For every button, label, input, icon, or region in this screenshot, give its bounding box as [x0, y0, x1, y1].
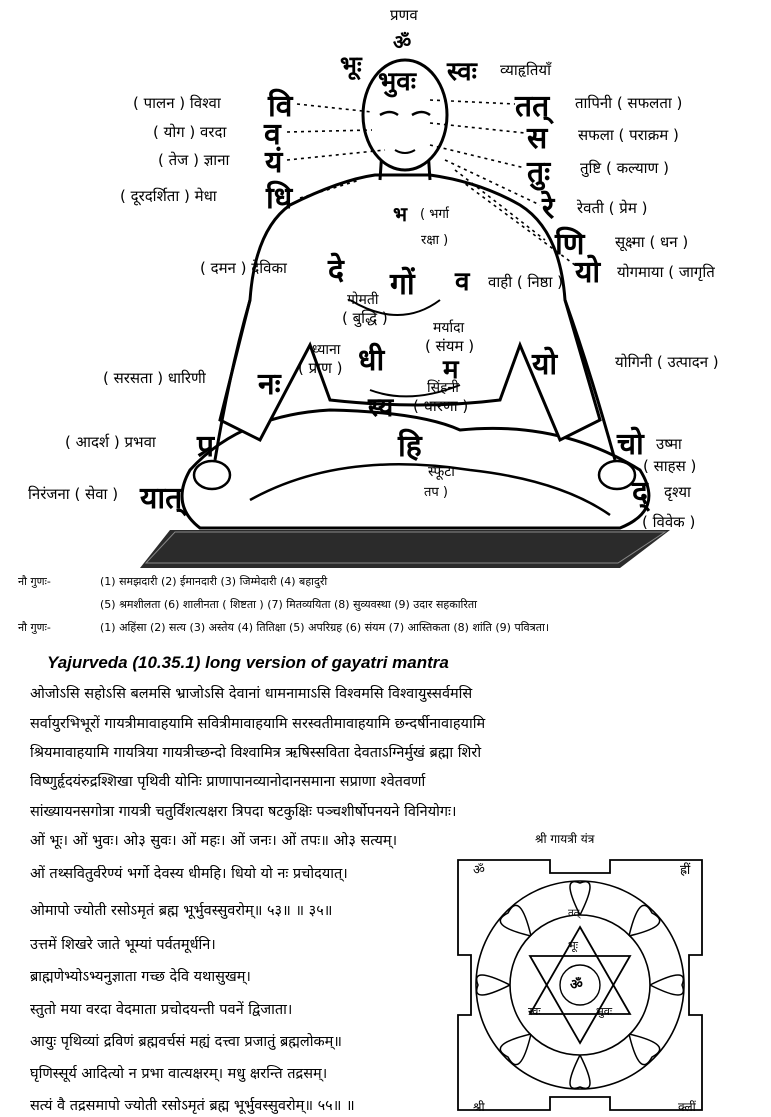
yantra-bhuh: भूः — [568, 939, 578, 952]
prana-label: ( प्राण ) — [298, 359, 343, 377]
verse-short-line-2: ओं तथ्सवितुर्वरेण्यं भर्गो देवस्य धीमहि।… — [30, 866, 348, 882]
right-syllable-5: णि — [555, 227, 585, 262]
yogini-label: योगिनी ( उत्पादन ) — [615, 353, 719, 371]
sphuta-label: स्फूटा — [428, 464, 455, 480]
va-syllable: व — [455, 267, 470, 297]
bhuh-label: भूः — [340, 50, 362, 79]
verse-short-line-6: स्तुतो मया वरदा वेदमाता प्रचोदयन्ती पवने… — [30, 1002, 293, 1018]
tap-label: तप ) — [424, 485, 448, 500]
right-label-4: रेवती ( प्रेम ) — [577, 199, 648, 217]
verse-short-line-5: ब्राह्मणेभ्योऽभ्यनुज्ञाता गच्छ देवि यथास… — [30, 969, 251, 985]
yantra-shri: श्री — [473, 1100, 485, 1114]
yantra-om: ॐ — [473, 863, 485, 878]
verse-short-line-3: ओमापो ज्योती रसोऽमृतं ब्रह्म भूर्भुवस्सु… — [30, 903, 333, 919]
gomati-label: गोमती — [347, 292, 379, 308]
left-label-2: ( योग ) वरदा — [153, 123, 227, 141]
right-syllable-2: स — [527, 121, 548, 156]
maryada-label: मर्यादा — [433, 320, 465, 336]
verse-full-line-3: श्रियमावाहयामि गायत्रिया गायत्रीच्छन्दो … — [30, 745, 482, 761]
verse-short-line-8: घृणिस्सूर्य आदित्यो न प्रभा वात्यक्षरम्।… — [30, 1066, 328, 1082]
meditating-figure-drawing — [140, 58, 670, 568]
pra-syllable: प्र — [197, 429, 215, 464]
right-syllable-4: रे — [542, 191, 555, 226]
left-syllable-4: धि — [266, 181, 293, 216]
yantra-title: श्री गायत्री यंत्र — [535, 832, 595, 846]
left-syllable-2: व — [264, 117, 281, 152]
dhyana-label: ध्याना — [312, 342, 341, 358]
yantra-klim: क्लीं — [678, 1100, 696, 1114]
left-syllable-1: वि — [268, 89, 293, 124]
buddhi-label: ( बुद्धि ) — [342, 309, 388, 327]
verse-short-line-4: उत्तमें शिखरे जाते भूम्यां पर्वतमूर्धनि। — [30, 937, 216, 953]
right-label-1: तापिनी ( सफलता ) — [575, 94, 683, 112]
drishya-label: दृश्या — [664, 483, 691, 501]
gunas-line-2: (5) श्रमशीलता (6) शालीनता ( शिष्टता ) (7… — [100, 598, 478, 611]
left-label-1: ( पालन ) विश्वा — [133, 94, 221, 112]
yantra-svah: स्वः — [528, 1005, 541, 1018]
raksha-label: रक्षा ) — [421, 233, 449, 248]
left-syllable-3: यं — [265, 145, 283, 180]
ushma-label: उष्मा — [656, 435, 682, 453]
yo2-syllable: यो — [532, 347, 558, 382]
right-label-3: तुष्टि ( कल्याण ) — [580, 159, 670, 177]
left-label-4: ( दूरदर्शिता ) मेधा — [120, 187, 217, 205]
pranava-label: प्रणव — [390, 6, 418, 24]
vyahritis-label: व्याहृतियाँ — [500, 61, 551, 79]
sinhani-label: सिंहनी — [427, 380, 459, 396]
yantra-tat: तत् — [568, 908, 580, 919]
cho-syllable: चो — [617, 427, 644, 462]
sahas-label: ( साहस ) — [643, 457, 697, 475]
sya-syllable: स्य — [368, 393, 394, 423]
svah-label: स्वः — [447, 57, 477, 87]
left-label-3: ( तेज ) ज्ञाना — [158, 151, 230, 169]
verse-short-line-1: ओं भूः। ओं भुवः। ओ३ सुवः। ओं महः। ओं जनः… — [30, 833, 398, 849]
da-syllable: द् — [632, 475, 648, 510]
gunas-line-3: (1) अहिंसा (2) सत्य (3) अस्तेय (4) तितिक… — [100, 621, 550, 634]
dharini-label: ( सरसता ) धारिणी — [103, 369, 206, 387]
gunas-line-1: (1) समझदारी (2) ईमानदारी (3) जिम्मेदारी … — [100, 575, 328, 588]
bha-syllable: भ — [393, 202, 408, 226]
ma-syllable: म — [443, 355, 459, 385]
right-label-2: सफला ( पराक्रम ) — [578, 126, 679, 144]
mantra-title: Yajurveda (10.35.1) long version of gaya… — [47, 653, 449, 672]
right-label-6: योगमाया ( जागृति — [617, 263, 715, 281]
right-syllable-6: यो — [575, 255, 601, 290]
nah-syllable: नः — [258, 367, 281, 402]
gunas-label-2: नौ गुणः- — [18, 621, 51, 634]
verse-full-line-5: सांख्यायनसगोत्रा गायत्री चतुर्विंशत्यक्ष… — [30, 804, 457, 820]
yantra-bhuvah: भुवः — [596, 1005, 613, 1018]
dhi-syllable: धी — [358, 343, 385, 378]
right-syllable-3: तुः — [527, 155, 551, 190]
right-syllable-1: तत् — [515, 89, 550, 124]
go-syllable: गों — [390, 267, 415, 302]
hi-syllable: हि — [398, 429, 422, 464]
vivek-label: ( विवेक ) — [642, 513, 696, 531]
vahi-label: वाही ( निष्ठा ) — [488, 273, 564, 291]
verse-short-line-9: सत्यं वै तद्रसमापो ज्योती रसोऽमृतं ब्रह्… — [30, 1098, 355, 1114]
bhuvah-label: भुवः — [378, 67, 416, 97]
verse-short-line-7: आयुः पृथिव्यां द्रविणं ब्रह्मवर्चसं मह्य… — [30, 1034, 342, 1050]
yantra-center: ॐ — [570, 977, 583, 993]
devika-label: ( दमन ) देविका — [200, 259, 287, 277]
gunas-label-1: नौ गुणः- — [18, 575, 51, 588]
verse-full-line-2: सर्वायुरभिभूरों गायत्रीमावाहयामि सवित्री… — [30, 716, 486, 732]
right-label-5: सूक्ष्मा ( धन ) — [615, 233, 689, 251]
yantra-hrim: ह्रीं — [680, 863, 691, 878]
om-symbol: ॐ — [393, 30, 412, 54]
bharga-label: ( भर्गा — [420, 207, 450, 222]
yat-syllable: यात् — [140, 481, 183, 516]
de-syllable: दे — [328, 253, 344, 288]
dharana-label: ( धारणा ) — [413, 397, 469, 415]
verse-full-line-1: ओजोऽसि सहोऽसि बलमसि भ्राजोऽसि देवानां धा… — [30, 686, 473, 702]
verse-full-line-4: विष्णुर्हृदयंरुद्रश्शिखा पृथिवी योनिः प्… — [30, 774, 426, 790]
prabhava-label: ( आदर्श ) प्रभवा — [65, 433, 156, 451]
niranjana-label: निरंजना ( सेवा ) — [28, 485, 119, 503]
sanyam-label: ( संयम ) — [425, 337, 475, 355]
